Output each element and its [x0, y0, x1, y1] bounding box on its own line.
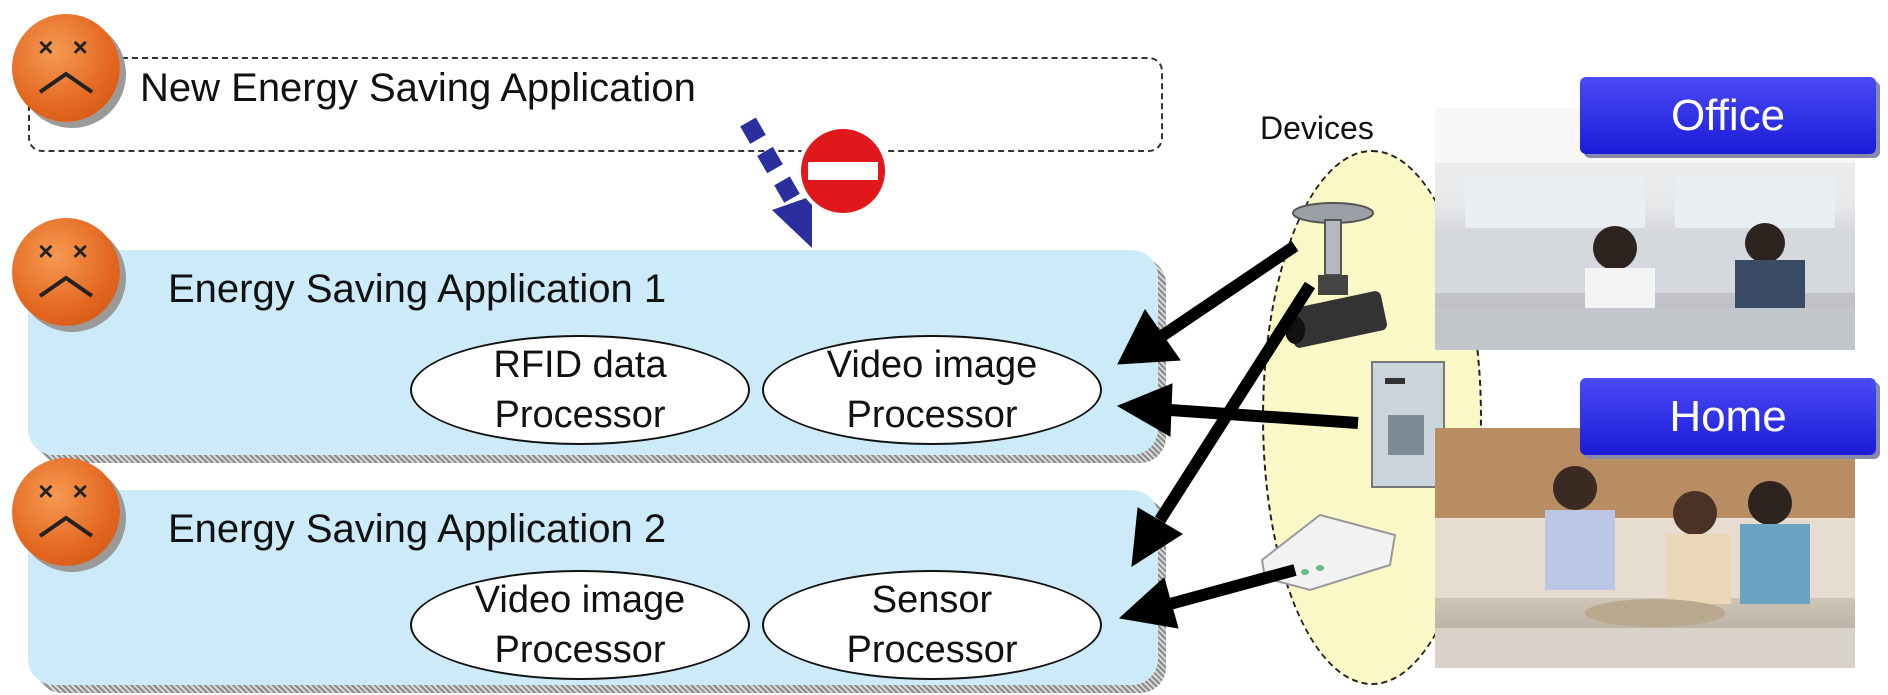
home-badge: Home [1580, 378, 1876, 455]
face-eyes: × × [38, 476, 94, 506]
app1-rfid-processor-line1: RFID data [493, 344, 667, 386]
home-badge-label: Home [1669, 391, 1787, 441]
app1-video-processor-line2: Processor [846, 394, 1018, 436]
app2-video-processor-line1: Video image [474, 579, 686, 621]
office-badge-label: Office [1670, 90, 1786, 140]
sad-face-icon: × × [12, 14, 120, 122]
office-badge: Office [1580, 77, 1876, 154]
rfid-reader-icon [1371, 361, 1445, 488]
home-photo [1435, 428, 1855, 668]
app1-video-processor-line1: Video image [826, 344, 1038, 386]
app2-video-processor: Video image Processor [410, 570, 750, 680]
app2-sensor-processor-line2: Processor [846, 629, 1018, 671]
device-arrows [1116, 241, 1359, 629]
no-entry-icon [797, 125, 889, 217]
camera-icon [1285, 202, 1387, 348]
face-eyes: × × [38, 32, 94, 62]
sad-face-icon: × × [12, 218, 120, 326]
new-app-label: New Energy Saving Application [140, 66, 696, 110]
face-eyes: × × [38, 236, 94, 266]
app2-title: Energy Saving Application 2 [168, 507, 667, 551]
app2-sensor-processor-line1: Sensor [871, 579, 993, 621]
devices-label: Devices [1260, 110, 1374, 146]
sad-face-icon: × × [12, 458, 120, 566]
app1-rfid-processor: RFID data Processor [410, 335, 750, 445]
blocked-arrow-icon [740, 117, 812, 248]
app1-title: Energy Saving Application 1 [168, 267, 667, 311]
app1-video-processor: Video image Processor [762, 335, 1102, 445]
app1-rfid-processor-line2: Processor [494, 394, 666, 436]
app2-video-processor-line2: Processor [494, 629, 666, 671]
app2-sensor-processor: Sensor Processor [762, 570, 1102, 680]
